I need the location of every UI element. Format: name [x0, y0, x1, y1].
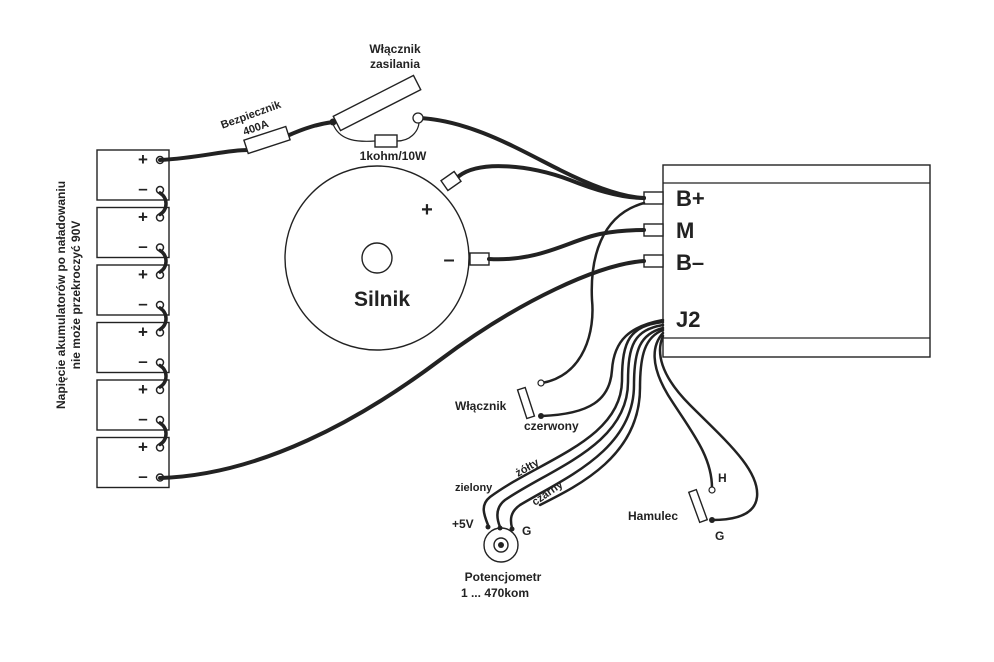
brake-h-label: H	[718, 471, 727, 485]
pot-g-label: G	[522, 524, 531, 538]
brake-g-label: G	[715, 529, 724, 543]
wire-motor-minus-to-m	[487, 228, 646, 262]
battery-plus-sign: +	[138, 323, 148, 342]
power-switch-lever	[332, 74, 422, 132]
wire-brake-g	[658, 334, 759, 522]
power-switch-label-line2: zasilania	[370, 57, 420, 71]
pot-pin-middle	[497, 525, 503, 531]
power-switch-contact	[412, 112, 424, 124]
wire-red-label: czerwony	[524, 419, 579, 433]
battery-series-link	[158, 363, 168, 389]
wire-switch-to-bplus-thin	[540, 201, 646, 385]
terminal-bminus-label: B–	[676, 250, 704, 275]
wire-battery-to-bminus	[158, 259, 646, 480]
battery-series-link	[158, 306, 168, 332]
pot-label-line2: 1 ... 470kom	[461, 586, 529, 600]
motor-shaft	[361, 242, 393, 274]
wire-green	[482, 320, 665, 527]
battery-minus-sign: –	[138, 179, 147, 198]
battery-cell: +–	[96, 264, 170, 316]
battery-note-line1: Napięcie akumulatorów po naładowaniu	[54, 181, 68, 409]
fuse-body	[243, 125, 291, 155]
brake-switch-body	[687, 488, 709, 524]
battery-series-link	[158, 421, 168, 447]
power-switch: 1kohm/10W Włącznik zasilania	[329, 42, 427, 163]
fuse: Bezpiecznik 400A	[219, 98, 291, 155]
motor: Silnik + –	[284, 165, 490, 351]
terminal-j2-label: J2	[676, 307, 700, 332]
key-switch-label: Włącznik	[455, 399, 507, 413]
wire-brake-h	[653, 331, 714, 490]
battery-minus-sign: –	[138, 409, 147, 428]
battery-cell: +–	[96, 206, 170, 259]
controller-body	[662, 164, 931, 358]
brake-contact-g	[709, 517, 715, 523]
wire-harness-4	[538, 328, 665, 507]
battery-note-line2: nie może przekroczyć 90V	[69, 221, 83, 370]
potentiometer-shaft	[498, 542, 504, 548]
terminal-tab-bminus	[643, 254, 664, 268]
key-switch-contact-top	[537, 379, 545, 387]
terminal-m-label: M	[676, 218, 694, 243]
battery-plus-sign: +	[138, 265, 148, 284]
battery-plus-sign: +	[138, 380, 148, 399]
battery-stack: +–+–+–+–+–+–	[96, 149, 170, 489]
battery-cell: +–	[96, 379, 170, 431]
pot-label-line1: Potencjometr	[465, 570, 542, 584]
terminal-tab-bplus	[643, 191, 664, 205]
resistor-lead-right	[396, 122, 420, 142]
battery-plus-sign: +	[138, 150, 148, 169]
motor-plus-sign: +	[421, 199, 433, 221]
brake-contact-h	[708, 486, 716, 494]
pot-pin-left	[485, 524, 491, 530]
battery-series-link	[158, 248, 168, 274]
battery-minus-sign: –	[138, 237, 147, 256]
brake-switch: Hamulec H G	[628, 331, 759, 543]
battery-cell: +–	[96, 321, 170, 374]
battery-series-link	[158, 191, 168, 217]
resistor-label: 1kohm/10W	[360, 149, 427, 163]
wire-black	[509, 326, 665, 530]
battery-plus-sign: +	[138, 208, 148, 227]
wire-motor-plus-to-bplus	[457, 164, 646, 200]
key-switch-body	[516, 386, 536, 420]
terminal-bplus-label: B+	[676, 186, 705, 211]
wire-yellow-label: żółty	[514, 456, 542, 479]
power-switch-pivot	[329, 118, 337, 126]
resistor-body	[374, 134, 398, 148]
battery-minus-sign: –	[138, 294, 147, 313]
battery-cell: +–	[96, 436, 170, 489]
resistor-lead-left	[332, 123, 376, 142]
controller: B+ M B– J2	[643, 164, 931, 358]
wire-red	[540, 318, 665, 418]
wire-battery-to-fuse	[158, 148, 250, 162]
terminal-tab-m	[643, 223, 664, 237]
power-switch-label-line1: Włącznik	[369, 42, 421, 56]
battery-minus-sign: –	[138, 352, 147, 371]
pot-plus5v-label: +5V	[452, 517, 474, 531]
battery-cell: +–	[96, 149, 170, 201]
battery-plus-sign: +	[138, 438, 148, 457]
motor-minus-terminal	[469, 252, 490, 266]
wire-green-label: zielony	[455, 482, 493, 494]
wire-yellow	[496, 323, 665, 529]
motor-label: Silnik	[354, 288, 410, 311]
potentiometer: +5V G Potencjometr 1 ... 470kom	[452, 517, 542, 600]
brake-label: Hamulec	[628, 509, 678, 523]
key-switch: Włącznik czerwony	[455, 201, 665, 433]
battery-minus-sign: –	[138, 467, 147, 486]
motor-minus-sign: –	[443, 249, 454, 271]
wire-fuse-to-switch	[285, 120, 335, 138]
pot-pin-right	[509, 526, 515, 532]
